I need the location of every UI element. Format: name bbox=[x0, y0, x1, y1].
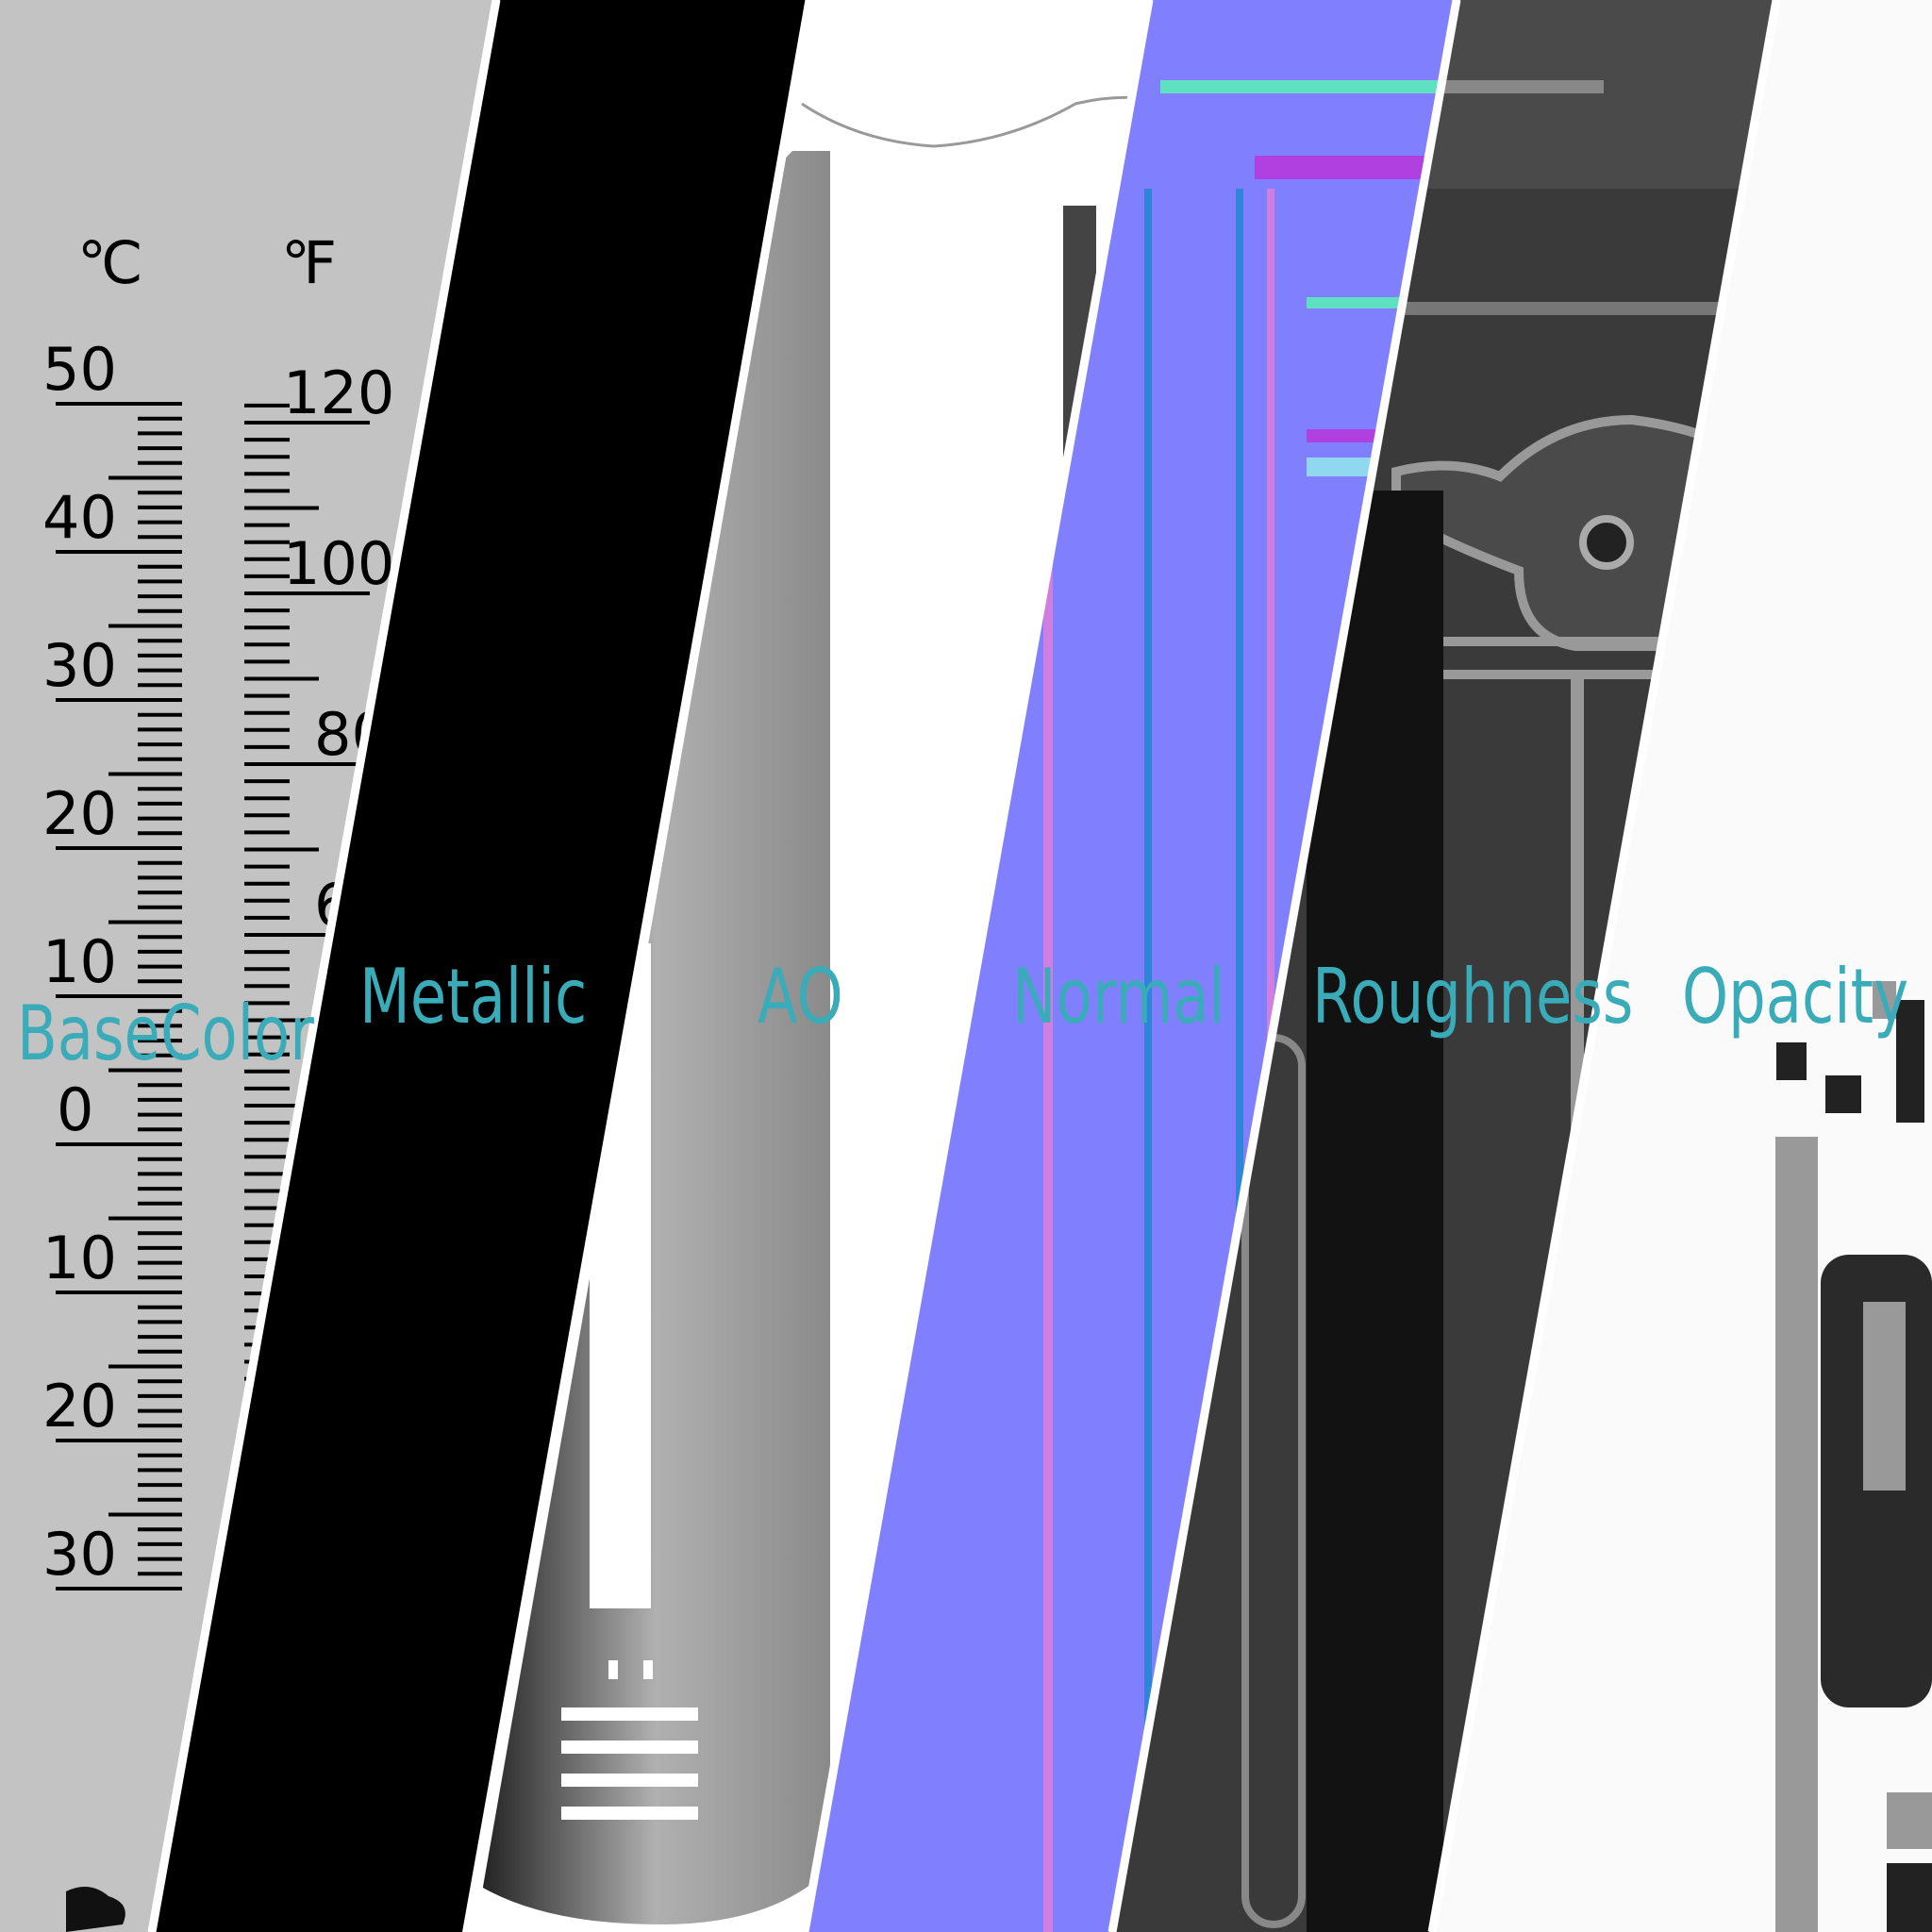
basecolor-label: BaseColor bbox=[17, 990, 314, 1077]
celsius-label: 50 bbox=[42, 335, 117, 404]
celsius-label: 40 bbox=[42, 483, 117, 552]
dark-blob bbox=[66, 1887, 125, 1932]
celsius-label: 10 bbox=[42, 927, 117, 996]
fahrenheit-unit: ℉ bbox=[281, 228, 337, 297]
celsius-label: 30 bbox=[42, 1520, 117, 1589]
fahrenheit-label: 120 bbox=[283, 358, 394, 427]
opacity-label: Opacity bbox=[1682, 953, 1909, 1041]
celsius-labels: 50 40 30 20 10 0 10 20 30 bbox=[42, 335, 117, 1589]
fahrenheit-label: 100 bbox=[283, 529, 394, 598]
celsius-label: 30 bbox=[42, 631, 117, 700]
roughness-label: Roughness bbox=[1312, 953, 1634, 1041]
ao-label: AO bbox=[758, 953, 843, 1041]
celsius-label: 0 bbox=[57, 1075, 93, 1144]
normal-label: Normal bbox=[1012, 953, 1225, 1041]
celsius-label: 20 bbox=[42, 1372, 117, 1441]
celsius-label: 20 bbox=[42, 779, 117, 848]
celsius-unit: ℃ bbox=[77, 228, 143, 297]
metallic-label: Metallic bbox=[359, 953, 588, 1041]
celsius-label: 10 bbox=[42, 1224, 117, 1292]
